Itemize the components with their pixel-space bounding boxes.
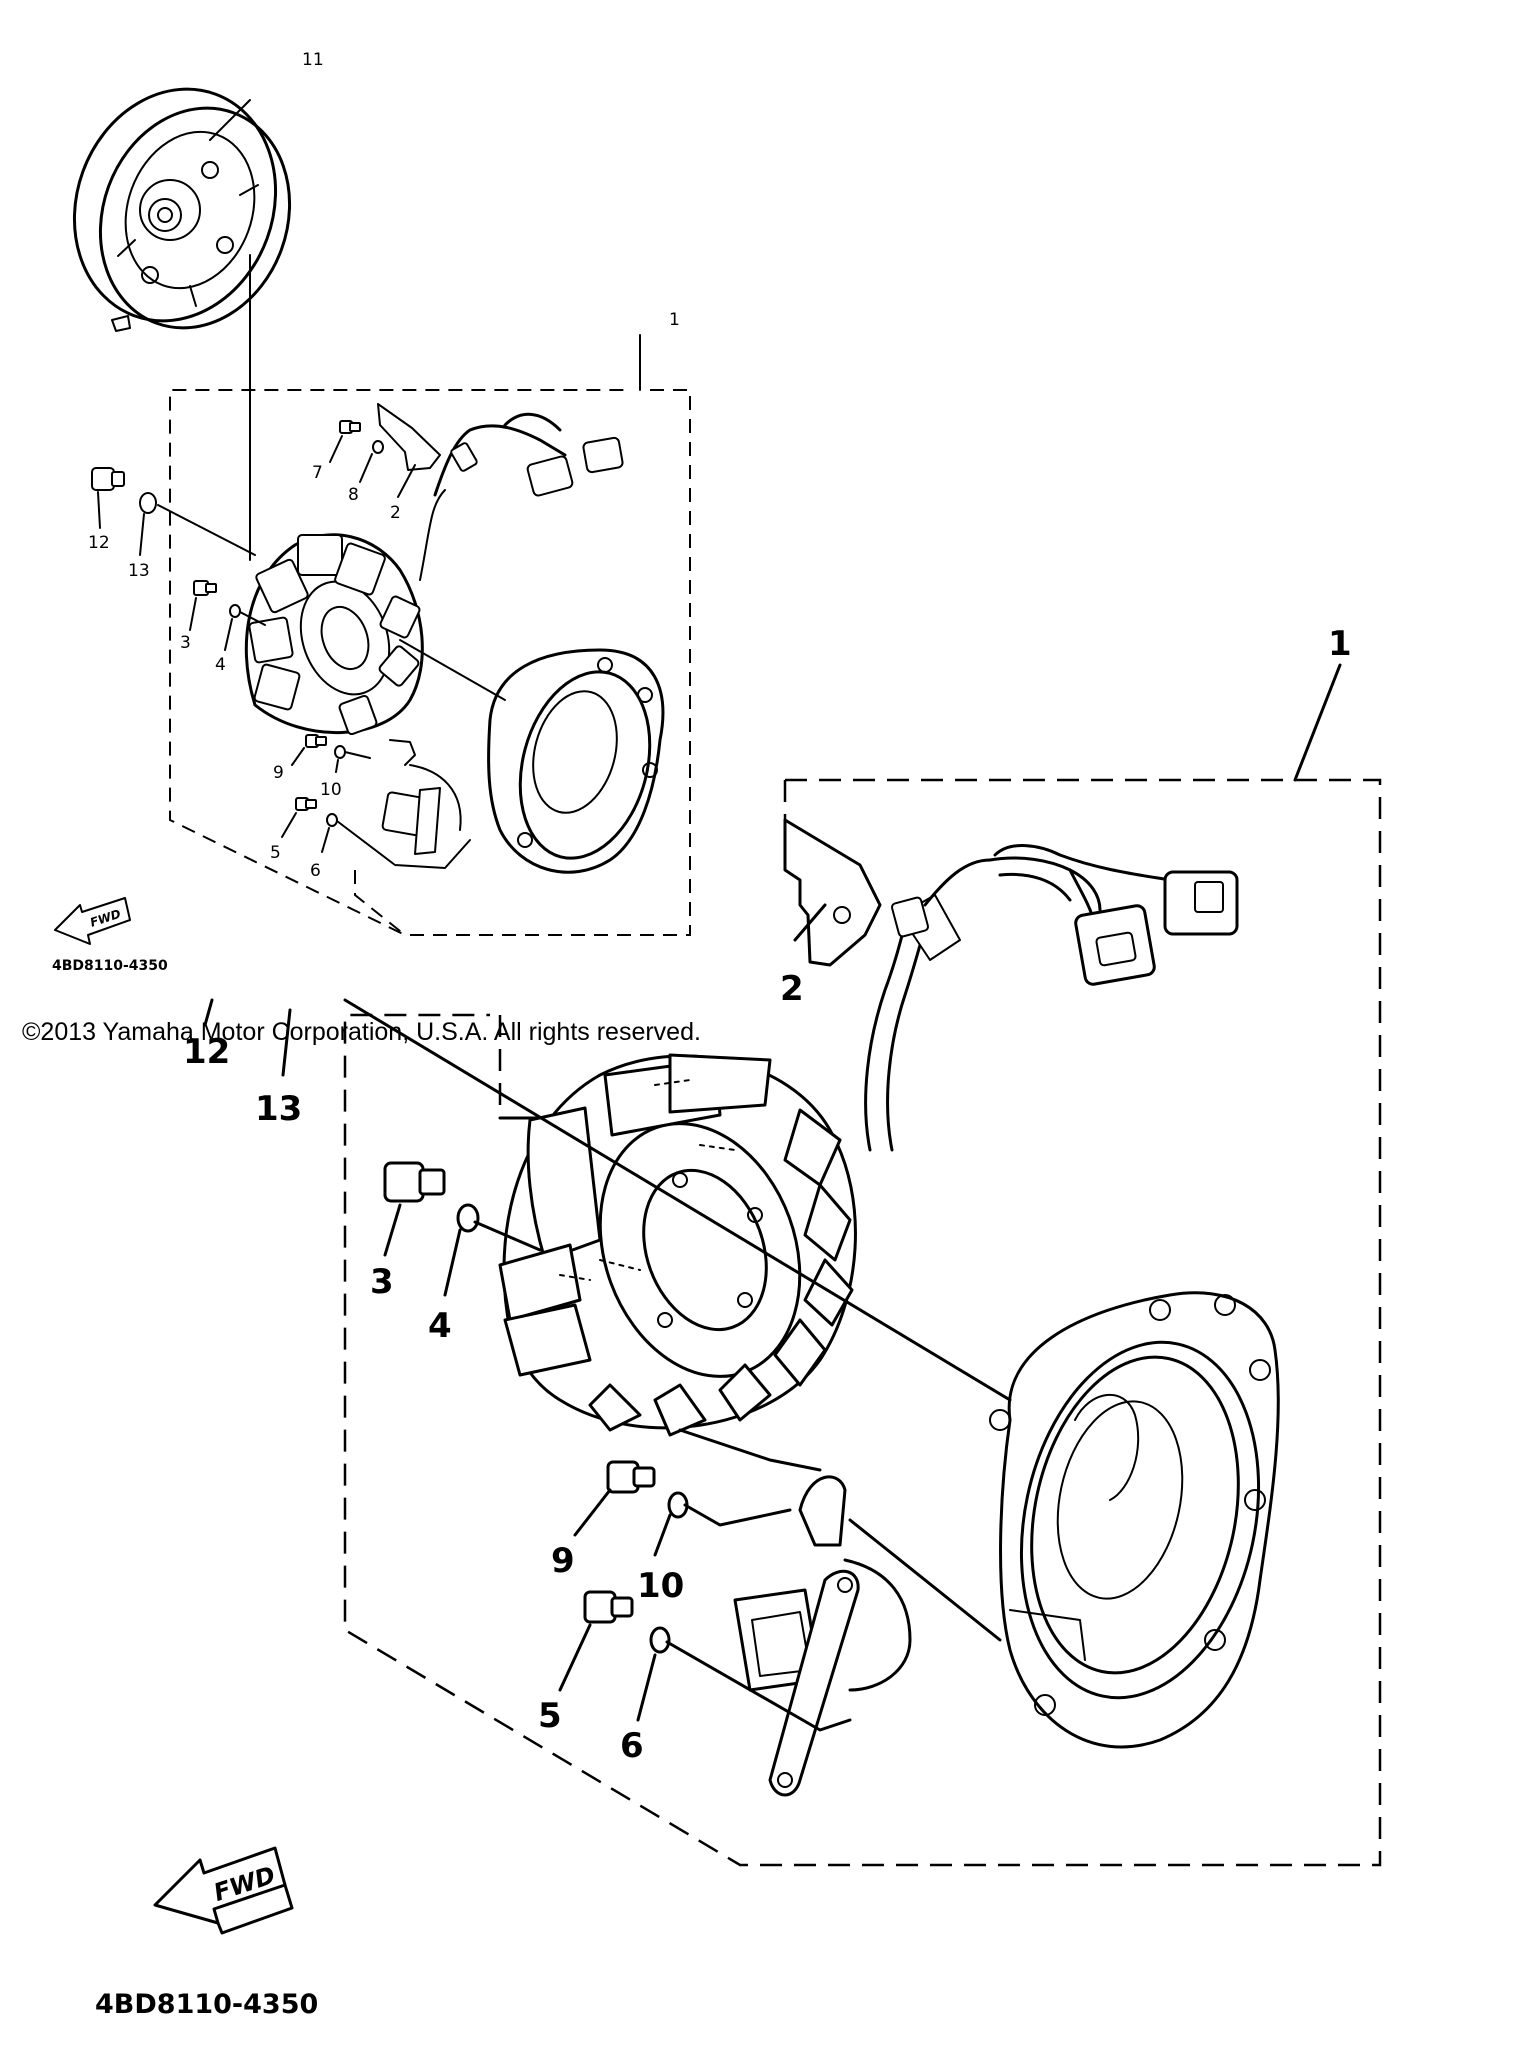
bolt-5-small bbox=[295, 797, 317, 811]
washer-10-small bbox=[334, 745, 346, 759]
washer-6 bbox=[649, 1626, 671, 1654]
bolt-7-small bbox=[339, 420, 361, 434]
washer-4 bbox=[456, 1203, 480, 1233]
diagram-code-small: 4BD8110-4350 bbox=[52, 958, 168, 974]
bolts-washers-small bbox=[91, 420, 384, 827]
bolt-5 bbox=[583, 1590, 634, 1624]
washer-8-small bbox=[372, 440, 384, 454]
wire-harness-small bbox=[433, 412, 624, 497]
bolt-3 bbox=[383, 1161, 446, 1203]
callout-4: 4 bbox=[428, 1306, 452, 1346]
rotor-flywheel-part bbox=[72, 87, 292, 332]
callout-9-small: 9 bbox=[273, 763, 284, 783]
callouts-large: 1 2 12 13 3 4 9 10 5 6 4BD8110-4350 bbox=[95, 624, 1352, 2020]
callout-1: 1 bbox=[1328, 624, 1352, 664]
leader-lines-small bbox=[97, 99, 641, 853]
callout-12: 12 bbox=[183, 1032, 230, 1072]
callout-3: 3 bbox=[370, 1262, 394, 1302]
callout-6: 6 bbox=[620, 1726, 644, 1766]
bolt-12-small bbox=[91, 467, 125, 491]
callout-2-small: 2 bbox=[390, 503, 401, 523]
callout-1-small: 1 bbox=[669, 310, 680, 330]
fwd-arrow-small-icon: FWD bbox=[54, 897, 131, 945]
callout-6-small: 6 bbox=[310, 861, 321, 881]
assembly-lines bbox=[343, 998, 1012, 1732]
callout-4-small: 4 bbox=[215, 655, 226, 675]
callout-13: 13 bbox=[255, 1089, 302, 1129]
callout-7-small: 7 bbox=[312, 463, 323, 483]
diagram-code: 4BD8110-4350 bbox=[95, 1989, 318, 2020]
crankcase-cover-small bbox=[487, 648, 665, 874]
bolt-9-small bbox=[305, 734, 327, 748]
callout-10: 10 bbox=[637, 1566, 684, 1606]
washer-4-small bbox=[229, 604, 241, 618]
stator-coil bbox=[498, 1053, 857, 1472]
wire-harness bbox=[864, 844, 1239, 1152]
leader-lines bbox=[203, 663, 1342, 1722]
detail-diagram: FWD bbox=[153, 663, 1382, 1935]
clamp-small bbox=[377, 403, 441, 471]
bolt-3-small bbox=[193, 580, 217, 596]
bolt-9 bbox=[606, 1460, 656, 1494]
callout-10-small: 10 bbox=[320, 780, 342, 800]
assembly-lines-small bbox=[157, 254, 506, 869]
crankcase-cover bbox=[989, 1291, 1280, 1749]
stator-coil-small bbox=[244, 489, 446, 736]
fwd-arrow-icon: FWD bbox=[153, 1846, 294, 1935]
callouts-small: 11 1 7 8 2 12 13 3 4 9 10 5 6 4BD8110-43… bbox=[52, 50, 680, 974]
callout-11: 11 bbox=[302, 50, 324, 70]
callout-5: 5 bbox=[538, 1696, 562, 1736]
callout-12-small: 12 bbox=[88, 533, 110, 553]
callout-2: 2 bbox=[780, 969, 804, 1009]
callout-9: 9 bbox=[551, 1541, 575, 1581]
washer-6-small bbox=[326, 813, 338, 827]
overview-diagram: FWD bbox=[54, 87, 691, 945]
pickup-coil-small bbox=[381, 739, 462, 855]
pickup-coil bbox=[733, 1475, 912, 1797]
callout-13-small: 13 bbox=[128, 561, 150, 581]
clamp-bracket bbox=[783, 818, 882, 967]
callout-3-small: 3 bbox=[180, 633, 191, 653]
washer-13-small bbox=[139, 492, 157, 514]
callout-5-small: 5 bbox=[270, 843, 281, 863]
callout-8-small: 8 bbox=[348, 485, 359, 505]
copyright-notice: ©2013 Yamaha Motor Corporation, U.S.A. A… bbox=[22, 1018, 701, 1046]
